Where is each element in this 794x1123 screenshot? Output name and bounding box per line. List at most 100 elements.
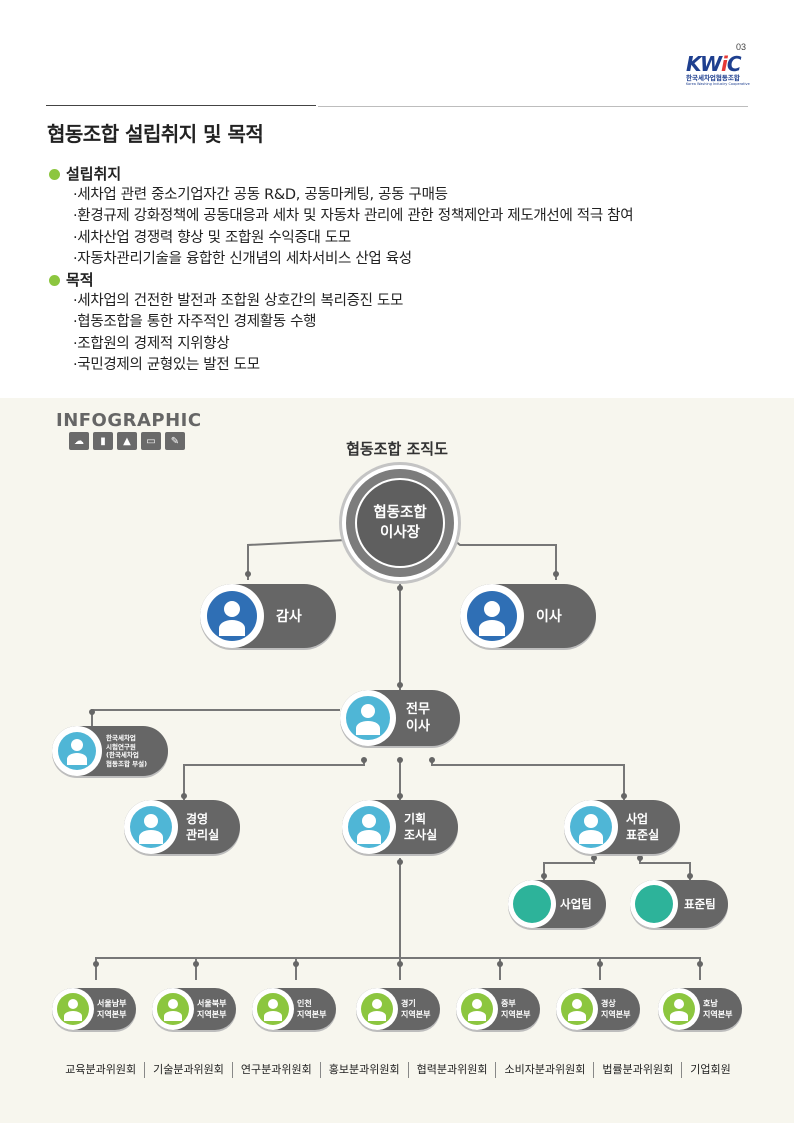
list-item: ·국민경제의 균형있는 발전 도모 <box>73 356 260 373</box>
person-icon <box>346 696 390 740</box>
node-management-label: 경영 관리실 <box>186 812 220 842</box>
person-icon <box>361 993 393 1025</box>
person-icon <box>570 806 612 848</box>
region-icon-ring <box>356 988 398 1030</box>
node-auditor: 감사 <box>200 584 336 648</box>
node-management-icon-ring <box>124 800 178 854</box>
section-heading-label: 설립취지 <box>66 165 122 183</box>
committee-item: 연구분과위원회 <box>231 1062 320 1078</box>
node-chairman-label: 협동조합 이사장 <box>355 478 445 568</box>
list-item: ·세차업 관련 중소기업자간 공동 R&D, 공동마케팅, 공동 구매등 <box>73 187 448 203</box>
node-institute-icon-ring <box>52 726 102 776</box>
list-item: ·협동조합을 통한 자주적인 경제활동 수행 <box>73 314 317 331</box>
node-region-label: 경상 지역본부 <box>601 999 631 1019</box>
badge-icon: ✎ <box>165 432 185 450</box>
region-icon-ring <box>658 988 700 1030</box>
person-glyph <box>663 993 695 1025</box>
list-item: ·세차산업 경쟁력 향상 및 조합원 수익증대 도모 <box>73 229 351 246</box>
node-region-label: 중부 지역본부 <box>501 999 531 1019</box>
logo-name-en: Korea Washing Industry Cooperative <box>686 82 750 86</box>
node-region-label: 인천 지역본부 <box>297 999 327 1019</box>
node-auditor-label: 감사 <box>276 609 302 625</box>
person-icon <box>561 993 593 1025</box>
node-director-icon-ring <box>460 584 524 648</box>
bullet-dot-icon <box>49 169 60 180</box>
region-icon-ring <box>556 988 598 1030</box>
person-glyph <box>257 993 289 1025</box>
node-region: 경상 지역본부 <box>556 988 640 1030</box>
cloud-icon: ☁ <box>69 432 89 450</box>
node-management: 경영 관리실 <box>124 800 240 854</box>
node-business-team-label: 사업팀 <box>560 897 592 911</box>
node-director: 이사 <box>460 584 596 648</box>
node-institute: 한국세차업 시험연구원 (한국세차업 협동조합 부설) <box>52 726 168 776</box>
person-icon <box>461 993 493 1025</box>
logo-mark: KWiC <box>686 52 742 76</box>
region-icon-ring <box>152 988 194 1030</box>
person-icon <box>467 591 517 641</box>
kwic-logo: KWiC 한국세차업협동조합 Korea Washing Industry Co… <box>686 52 750 94</box>
logo-name-ko: 한국세차업협동조합 <box>686 74 740 82</box>
person-icon <box>207 591 257 641</box>
section-purpose-intent: 설립취지 ·세차업 관련 중소기업자간 공동 R&D, 공동마케팅, 공동 구매… <box>49 164 769 270</box>
committee-item: 기업회원 <box>681 1062 738 1078</box>
node-standards-team: 표준팀 <box>630 880 728 928</box>
node-region: 경기 지역본부 <box>356 988 440 1030</box>
section-heading: 목적 <box>49 270 769 291</box>
list-item: ·세차업의 건전한 발전과 조합원 상호간의 복리증진 도모 <box>73 293 404 309</box>
node-executive-icon-ring <box>340 690 396 746</box>
node-region-label: 호남 지역본부 <box>703 999 733 1019</box>
node-standards-icon-ring <box>564 800 618 854</box>
committee-list: 교육분과위원회 기술분과위원회 연구분과위원회 홍보분과위원회 협력분과위원회 … <box>40 1062 756 1078</box>
org-chart-title: 협동조합 조직도 <box>346 440 448 458</box>
person-icon <box>130 806 172 848</box>
person-icon <box>58 732 96 770</box>
node-institute-label: 한국세차업 시험연구원 (한국세차업 협동조합 부설) <box>106 734 148 768</box>
node-region-label: 서울남부 지역본부 <box>97 999 127 1019</box>
person-icon <box>257 993 289 1025</box>
id-card-icon: ▭ <box>141 432 161 450</box>
list-item: ·자동차관리기술을 융합한 신개념의 세차서비스 산업 육성 <box>73 250 412 267</box>
node-planning-label: 기획 조사실 <box>404 812 438 842</box>
node-region: 서울북부 지역본부 <box>152 988 236 1030</box>
header-rule <box>318 106 748 107</box>
node-region: 중부 지역본부 <box>456 988 540 1030</box>
person-glyph <box>57 993 89 1025</box>
committee-item: 홍보분과위원회 <box>319 1062 408 1078</box>
node-standards-team-label: 표준팀 <box>684 897 716 911</box>
infographic-icon-row: ☁ ▮ ▲ ▭ ✎ <box>69 432 185 450</box>
person-glyph <box>58 732 96 770</box>
person-glyph <box>348 806 390 848</box>
page-number: 03 <box>736 42 747 52</box>
team-circle-icon <box>513 885 551 923</box>
section-heading-label: 목적 <box>66 271 94 289</box>
person-icon <box>157 993 189 1025</box>
node-region: 서울남부 지역본부 <box>52 988 136 1030</box>
node-standards-label: 사업 표준실 <box>626 812 660 842</box>
section-objectives: 목적 ·세차업의 건전한 발전과 조합원 상호간의 복리증진 도모 ·협동조합을… <box>49 270 769 376</box>
node-region-label: 경기 지역본부 <box>401 999 431 1019</box>
node-planning: 기획 조사실 <box>342 800 458 854</box>
node-region: 인천 지역본부 <box>252 988 336 1030</box>
person-glyph <box>207 591 257 641</box>
committee-item: 소비자분과위원회 <box>495 1062 593 1078</box>
node-director-label: 이사 <box>536 609 562 625</box>
node-region: 호남 지역본부 <box>658 988 742 1030</box>
committee-item: 법률분과위원회 <box>593 1062 681 1078</box>
person-glyph <box>346 696 390 740</box>
bar-chart-icon: ▮ <box>93 432 113 450</box>
list-item: ·조합원의 경제적 지위향상 <box>73 335 230 352</box>
node-business-team-ring <box>508 880 556 928</box>
node-planning-icon-ring <box>342 800 396 854</box>
person-glyph <box>561 993 593 1025</box>
person-glyph <box>361 993 393 1025</box>
committee-item: 협력분과위원회 <box>407 1062 496 1078</box>
committee-item: 기술분과위원회 <box>144 1062 232 1078</box>
person-glyph <box>157 993 189 1025</box>
list-item: ·환경규제 강화정책에 공동대응과 세차 및 자동차 관리에 관한 정책제안과 … <box>73 208 634 225</box>
person-icon <box>348 806 390 848</box>
person-icon <box>663 993 695 1025</box>
person-icon <box>57 993 89 1025</box>
region-icon-ring <box>456 988 498 1030</box>
